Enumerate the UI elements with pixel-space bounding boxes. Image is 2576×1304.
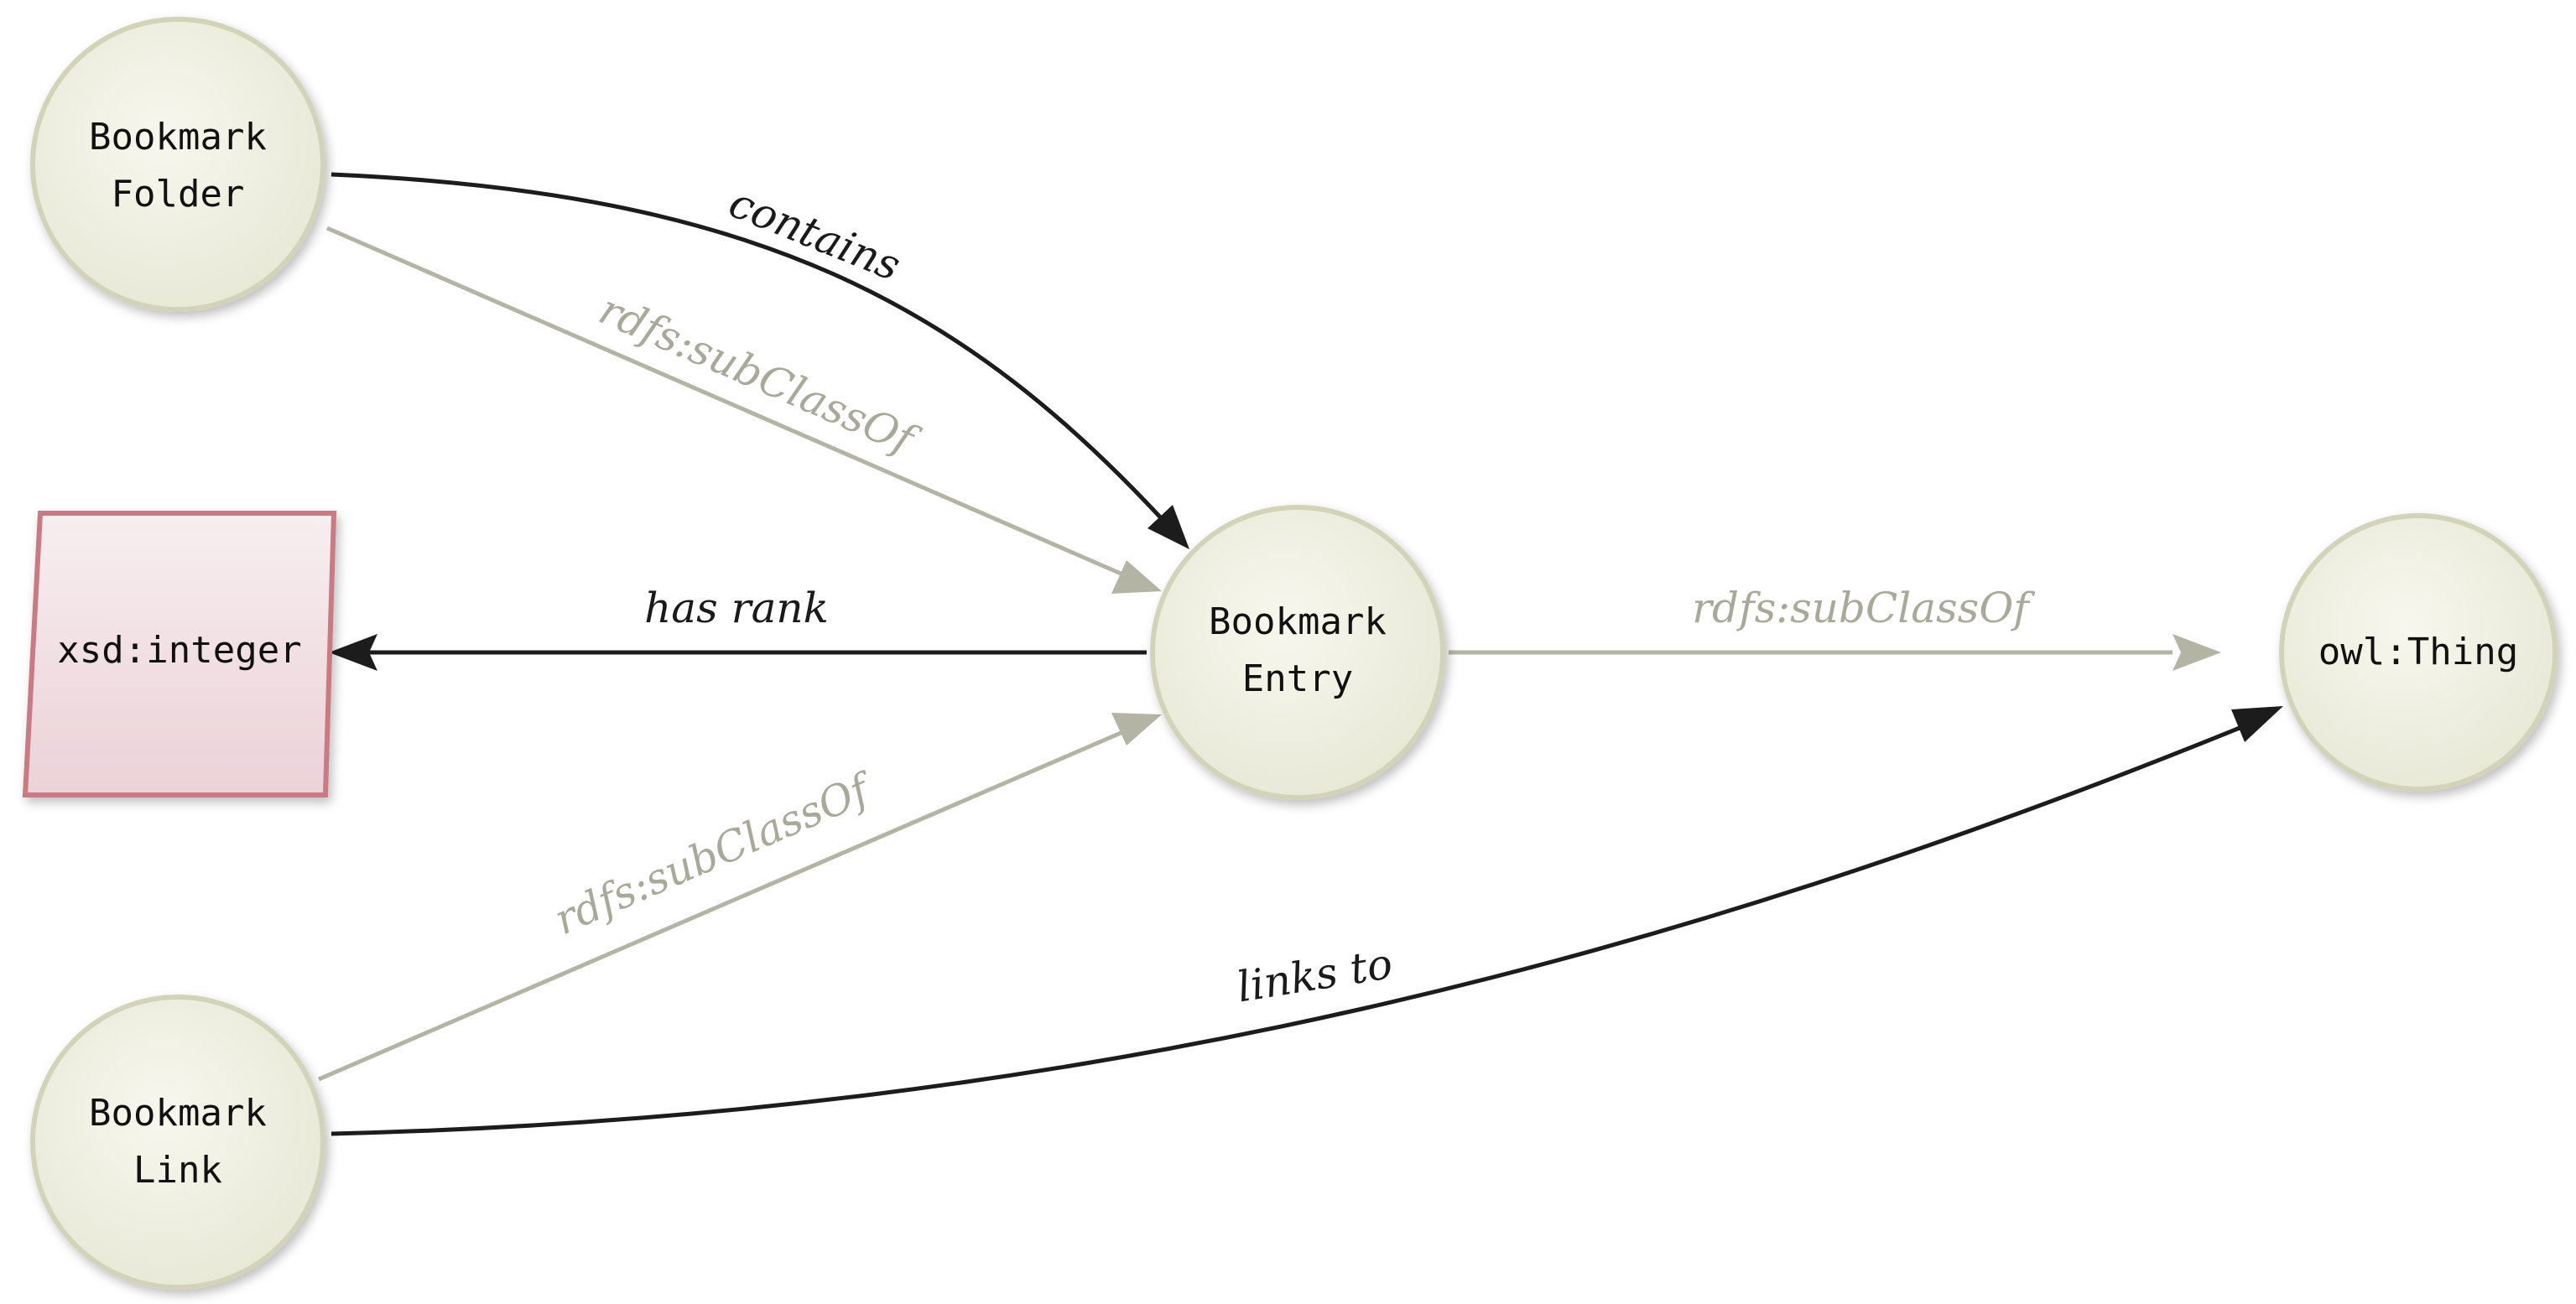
node-xsd-integer: xsd:integer bbox=[22, 511, 337, 797]
arrowhead-has-rank bbox=[329, 634, 377, 671]
edge-label-entry-subclassof: rdfs:subClassOf bbox=[1692, 584, 2035, 632]
node-bookmark-folder-line2: Folder bbox=[112, 173, 245, 216]
node-xsd-integer-label: xsd:integer bbox=[57, 629, 301, 672]
node-bookmark-folder: Bookmark Folder bbox=[30, 17, 325, 312]
edge-link-subclassof: rdfs:subClassOf bbox=[318, 713, 1162, 1082]
node-owl-thing-label: owl:Thing bbox=[2318, 631, 2518, 673]
arrowhead-links-to bbox=[2231, 706, 2283, 742]
edge-label-link-subclassof: rdfs:subClassOf bbox=[547, 763, 881, 944]
edge-label-links-to: links to bbox=[1234, 939, 1396, 1011]
arrowhead-folder-subclassof bbox=[1111, 560, 1162, 594]
arrowhead-link-subclassof bbox=[1111, 713, 1162, 746]
node-owl-thing: owl:Thing bbox=[2279, 513, 2558, 792]
edge-label-folder-subclassof: rdfs:subClassOf bbox=[592, 285, 926, 466]
node-bookmark-entry: Bookmark Entry bbox=[1150, 505, 1445, 800]
node-bookmark-link: Bookmark Link bbox=[30, 995, 325, 1290]
edge-label-contains: contains bbox=[722, 178, 907, 290]
node-bookmark-link-line2: Link bbox=[133, 1149, 222, 1192]
node-bookmark-folder-line1: Bookmark bbox=[89, 116, 267, 158]
node-bookmark-entry-line1: Bookmark bbox=[1209, 600, 1387, 643]
edge-has-rank: has rank bbox=[329, 584, 1147, 671]
node-bookmark-link-line1: Bookmark bbox=[89, 1092, 267, 1135]
arrowhead-entry-subclassof bbox=[2173, 634, 2221, 671]
arrowhead-contains bbox=[1147, 505, 1189, 549]
edge-label-has-rank: has rank bbox=[644, 584, 829, 632]
node-bookmark-entry-line2: Entry bbox=[1242, 657, 1353, 700]
edge-folder-subclassof: rdfs:subClassOf bbox=[326, 226, 1162, 594]
edge-entry-subclassof: rdfs:subClassOf bbox=[1449, 584, 2221, 671]
